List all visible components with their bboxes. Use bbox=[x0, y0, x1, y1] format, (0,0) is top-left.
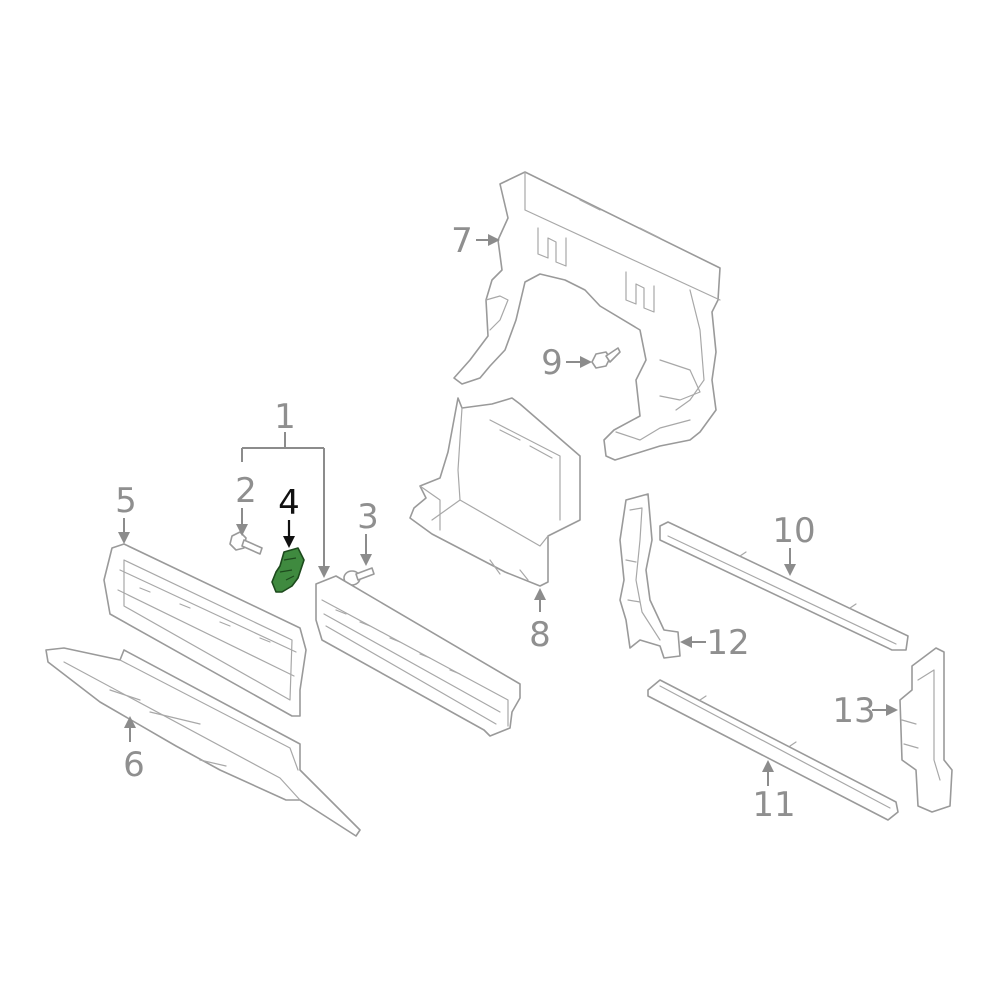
callout-13-leader bbox=[872, 704, 898, 716]
callout-6-leader bbox=[124, 716, 136, 742]
callout-6-label[interactable]: 6 bbox=[123, 745, 145, 785]
callout-3-leader bbox=[360, 534, 372, 566]
callout-1-leader bbox=[241, 432, 330, 578]
callout-4-leader bbox=[283, 520, 295, 548]
callout-7-leader bbox=[476, 234, 500, 246]
part-4-bracket-highlighted[interactable] bbox=[271, 547, 305, 593]
part-9-bolt[interactable] bbox=[591, 347, 621, 369]
callout-11-label[interactable]: 11 bbox=[752, 785, 795, 825]
callout-3-label[interactable]: 3 bbox=[357, 497, 379, 537]
callout-8-leader bbox=[534, 588, 546, 612]
part-13-side-bracket-right[interactable] bbox=[899, 647, 953, 813]
part-10-upper-crossmember[interactable] bbox=[659, 521, 909, 651]
callout-12-leader bbox=[680, 636, 706, 648]
callout-5-label[interactable]: 5 bbox=[115, 481, 137, 521]
part-7-upper-duct[interactable] bbox=[453, 171, 721, 461]
callout-5-leader bbox=[118, 518, 130, 544]
callout-10-label[interactable]: 10 bbox=[772, 511, 815, 551]
callout-8-label[interactable]: 8 bbox=[529, 615, 551, 655]
callout-9-leader bbox=[566, 356, 592, 368]
part-1-center-carrier[interactable] bbox=[315, 575, 521, 737]
part-11-lower-crossmember[interactable] bbox=[647, 679, 899, 821]
callout-9-label[interactable]: 9 bbox=[541, 343, 563, 383]
callout-2-leader bbox=[236, 508, 248, 536]
callout-12-label[interactable]: 12 bbox=[706, 623, 749, 663]
callout-7-label[interactable]: 7 bbox=[451, 221, 473, 261]
callout-10-leader bbox=[784, 548, 796, 576]
callout-1-label[interactable]: 1 bbox=[274, 397, 296, 437]
part-8-lower-duct[interactable] bbox=[409, 397, 581, 587]
callout-4-label[interactable]: 4 bbox=[278, 483, 300, 523]
part-5-grille-frame[interactable] bbox=[103, 543, 307, 717]
part-6-lower-deflector[interactable] bbox=[45, 647, 361, 837]
callout-2-label[interactable]: 2 bbox=[235, 471, 257, 511]
part-12-side-bracket-left[interactable] bbox=[619, 493, 681, 659]
callout-13-label[interactable]: 13 bbox=[832, 691, 875, 731]
callout-11-leader bbox=[762, 760, 774, 786]
part-2-screw[interactable] bbox=[229, 531, 263, 555]
